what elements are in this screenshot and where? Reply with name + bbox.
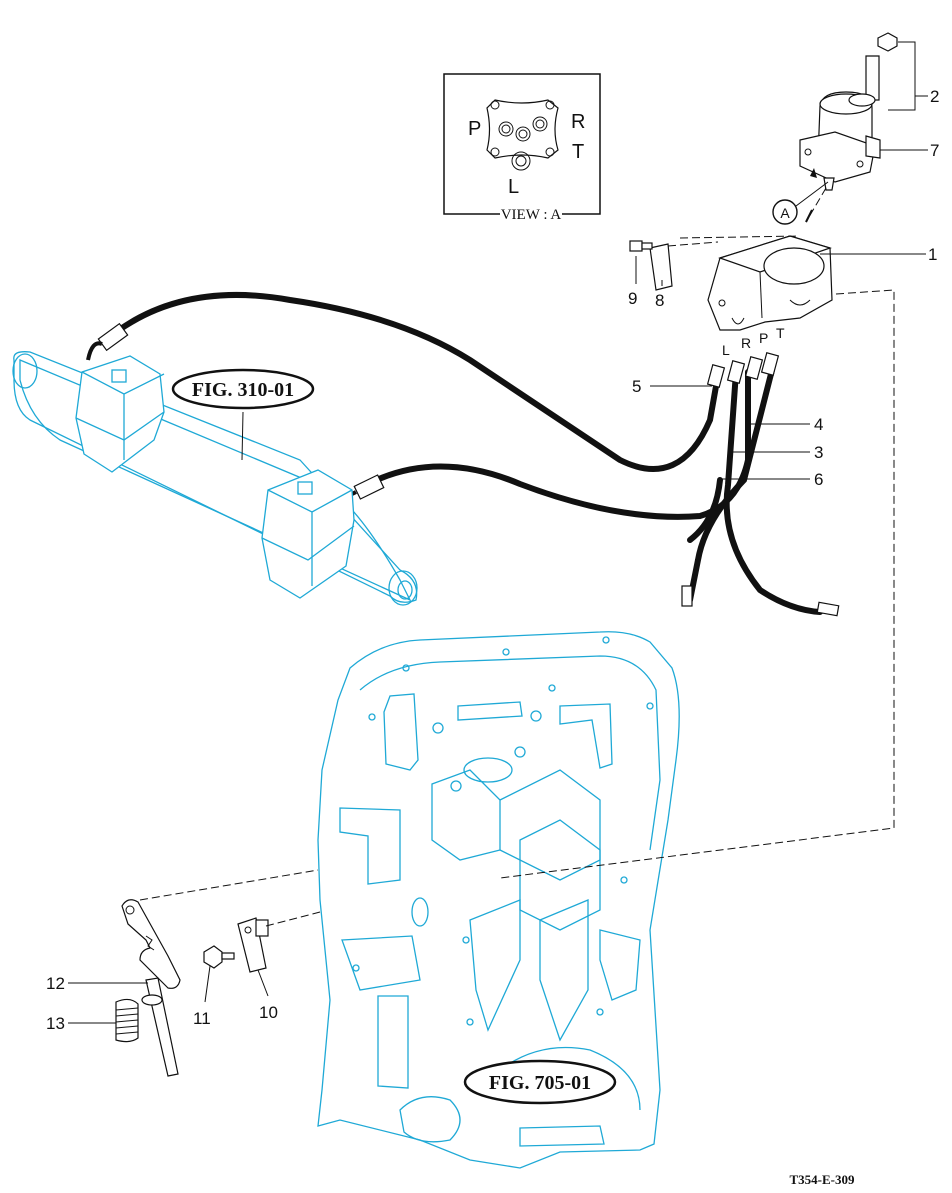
hose-label-t: T [776,325,785,341]
view-a-reference-circle: A [772,181,829,225]
fig-705-01-callout: FIG. 705-01 [463,1059,617,1105]
view-port-label-r: R [571,111,585,133]
part-number-5: 5 [632,377,641,396]
valve-bracket [679,235,833,331]
view-port-label-l: L [508,176,519,198]
view-port-label-p: P [468,118,481,140]
bolt-and-plate [629,240,719,291]
part-number-1: 1 [928,245,937,264]
part-number-7: 7 [930,141,939,160]
view-port-label-t: T [572,141,584,163]
lever-and-bracket-parts [115,869,321,1077]
hose-label-r: R [741,335,751,351]
view-a-title: VIEW : A [501,207,562,223]
hose-label-l: L [722,342,730,358]
fig-705-01-label: FIG. 705-01 [489,1072,591,1094]
part-number-4: 4 [814,415,823,434]
fig-310-01-label: FIG. 310-01 [192,379,294,401]
part-number-10: 10 [259,1003,278,1022]
circle-ref-label: A [780,205,790,221]
part-number-callouts: 2 7 1 9 8 5 4 3 6 12 13 11 10 [46,41,939,1033]
part-number-13: 13 [46,1014,65,1033]
fig-310-01-callout: FIG. 310-01 [171,368,315,410]
part-number-2: 2 [930,87,939,106]
frame-reference [317,631,680,1169]
part-number-8: 8 [655,291,664,310]
part-number-3: 3 [814,443,823,462]
part-number-9: 9 [628,289,637,308]
view-a-inset: P R T L VIEW : A [443,73,601,223]
hose-port-labels: L R P T [722,325,785,358]
part-number-11: 11 [193,1009,211,1028]
steering-valve [799,32,898,223]
part-number-12: 12 [46,974,65,993]
drawing-code: T354-E-309 [790,1172,856,1187]
steering-cylinder-reference [12,351,418,606]
hose-label-p: P [759,330,768,346]
part-number-6: 6 [814,470,823,489]
